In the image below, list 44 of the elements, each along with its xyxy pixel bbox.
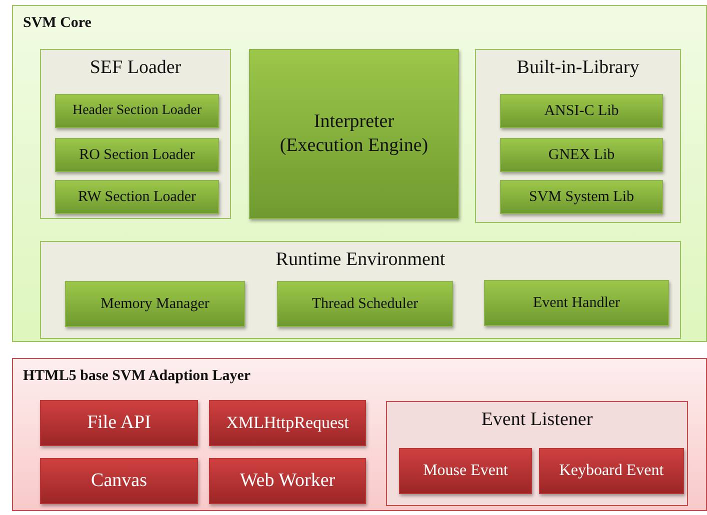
component-label: Header Section Loader [71, 102, 203, 120]
component-box [55, 94, 219, 128]
component-box [500, 94, 663, 128]
layer-panel [12, 358, 707, 511]
component-label: GNEX Lib [547, 146, 616, 164]
component-label: Canvas [90, 469, 148, 493]
group-title: SEF Loader [88, 56, 182, 80]
component-box [40, 400, 198, 446]
component-box [209, 400, 366, 446]
group-title: Event Listener [480, 408, 594, 432]
component-box [484, 280, 669, 326]
component-label: SVM System Lib [528, 188, 635, 206]
component-label: Web Worker [238, 469, 336, 493]
module-group [40, 49, 231, 219]
component-box [65, 281, 245, 327]
component-label: RO Section Loader [78, 146, 196, 164]
component-label: File API [86, 411, 152, 435]
component-box [277, 281, 453, 327]
layer-title: SVM Core [22, 14, 92, 33]
component-box [55, 138, 219, 172]
component-label: Memory Manager [100, 294, 210, 314]
component-label: Keyboard Event [558, 461, 665, 481]
layer-title: HTML5 base SVM Adaption Layer [22, 367, 252, 386]
component-box [40, 458, 198, 504]
component-label: ANSI-C Lib [543, 102, 620, 120]
module-group [386, 401, 688, 506]
component-label: Interpreter (Execution Engine) [278, 110, 430, 158]
component-label: Mouse Event [422, 461, 509, 481]
component-box [500, 138, 663, 172]
component-box [539, 448, 684, 494]
component-label: RW Section Loader [76, 188, 198, 206]
component-label: XMLHttpRequest [225, 412, 350, 434]
group-title: Runtime Environment [274, 248, 446, 272]
component-box [55, 180, 219, 214]
module-group [40, 241, 681, 339]
component-box [209, 458, 366, 504]
component-label: Thread Scheduler [310, 294, 420, 314]
component-box [500, 180, 663, 214]
group-title: Built-in-Library [516, 56, 640, 80]
component-box [399, 448, 532, 494]
component-box [249, 49, 459, 219]
module-group [475, 49, 681, 223]
component-label: Event Handler [532, 294, 622, 312]
layer-panel [12, 5, 707, 342]
